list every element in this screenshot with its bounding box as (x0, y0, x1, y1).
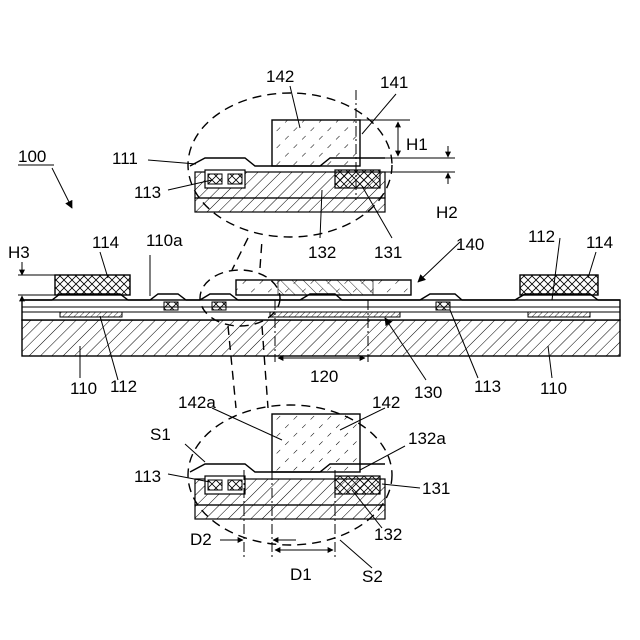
label-h1: H1 (406, 135, 428, 154)
trace-130 (270, 312, 400, 317)
label-130: 130 (414, 383, 442, 402)
label-114-right: 114 (586, 233, 613, 252)
label-132a: 132a (408, 429, 446, 448)
label-110-left: 110 (70, 379, 97, 398)
label-113-top: 113 (134, 183, 161, 202)
label-s1: S1 (150, 425, 171, 444)
label-142a: 142a (178, 393, 216, 412)
label-d2: D2 (190, 530, 212, 549)
pad-112-right (528, 312, 590, 317)
pad-112-left (60, 312, 122, 317)
pad-131-detail-bottom (335, 476, 380, 494)
die-142 (278, 280, 373, 295)
label-h2: H2 (436, 203, 458, 222)
label-110a: 110a (146, 231, 183, 250)
substrate-110 (22, 320, 620, 356)
label-132-bottom: 132 (374, 525, 402, 544)
detail-top (188, 90, 455, 237)
label-112-right: 112 (528, 227, 555, 246)
label-142-top: 142 (266, 67, 294, 86)
label-132-top: 132 (308, 243, 336, 262)
label-120: 120 (310, 367, 338, 386)
label-140: 140 (456, 235, 484, 254)
label-113-bottom: 113 (134, 467, 161, 486)
via-113-a (164, 302, 178, 310)
via-113-b (212, 302, 226, 310)
via-113-c (436, 302, 450, 310)
label-112-left: 112 (110, 377, 137, 396)
label-d1: D1 (290, 565, 312, 584)
label-113-mid: 113 (474, 377, 501, 396)
label-131-top: 131 (374, 243, 402, 262)
component-114-left (55, 275, 130, 295)
detail-bottom (188, 405, 392, 560)
pad-131-detail-top (335, 170, 380, 188)
label-s2: S2 (362, 567, 383, 586)
label-h3: H3 (8, 243, 30, 262)
connector-top (232, 238, 248, 270)
label-131-bottom: 131 (422, 479, 450, 498)
chip-142-detail-top (272, 120, 360, 166)
ref-100: 100 (18, 147, 46, 166)
label-142-bottom: 142 (372, 393, 400, 412)
chip-142-detail-bottom (272, 414, 360, 472)
label-114-left: 114 (92, 233, 119, 252)
label-141: 141 (380, 73, 408, 92)
label-110-right: 110 (540, 379, 567, 398)
component-114-right (520, 275, 598, 295)
label-111: 111 (112, 149, 138, 168)
connector-top-right (260, 240, 262, 268)
